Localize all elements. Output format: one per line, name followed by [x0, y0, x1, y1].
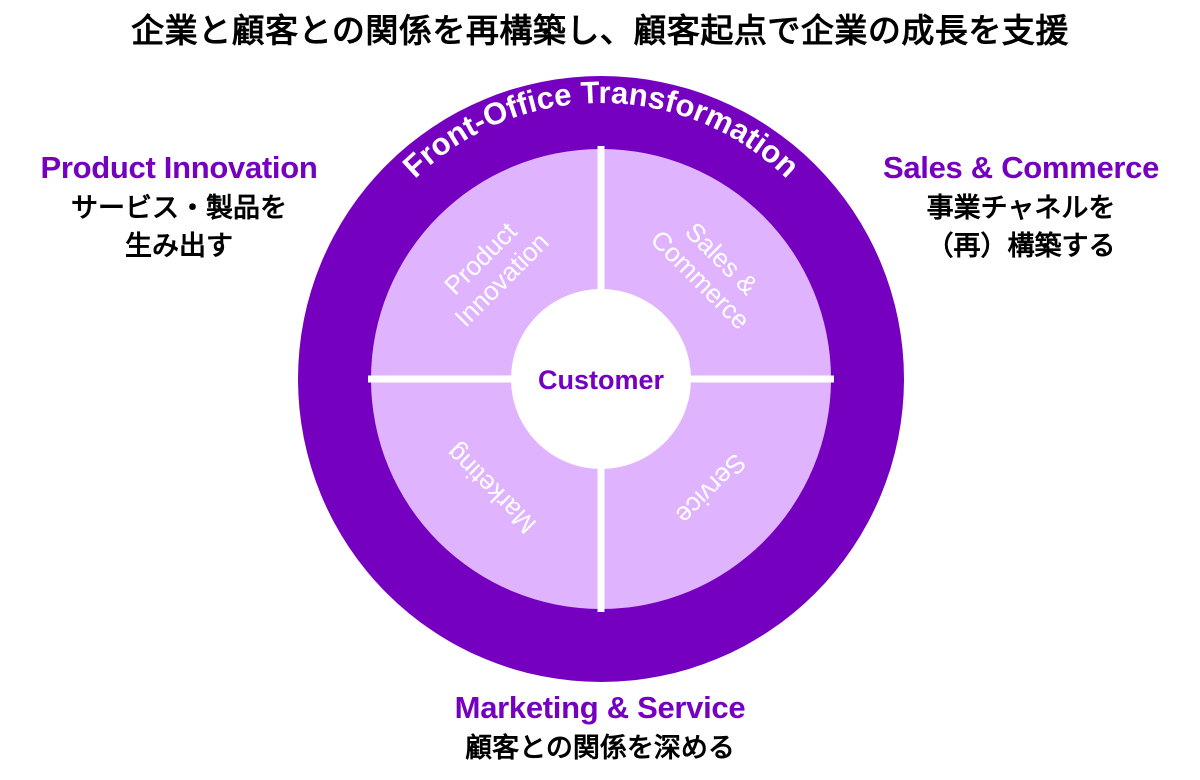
callout-heading: Marketing & Service — [454, 690, 746, 725]
center-label: Customer — [538, 365, 665, 395]
callout-line: サービス・製品を — [71, 193, 287, 224]
callout-heading: Product Innovation — [40, 150, 318, 185]
marketing-service-callout: Marketing & Service 顧客との関係を深める — [400, 690, 800, 768]
callout-line: 生み出す — [125, 231, 233, 262]
callout-line: 事業チャネルを — [926, 193, 1116, 224]
callout-heading: Sales & Commerce — [882, 150, 1160, 185]
sales-commerce-callout: Sales & Commerce 事業チャネルを （再）構築する — [846, 150, 1196, 266]
product-innovation-callout: Product Innovation サービス・製品を 生み出す — [4, 150, 354, 266]
customer-center — [511, 289, 691, 469]
front-office-wheel: Front-Office Transformation Customer Pro… — [298, 76, 904, 682]
page-title: 企業と顧客との関係を再構築し、顧客起点で企業の成長を支援 — [131, 11, 1069, 50]
callout-line: （再）構築する — [926, 231, 1116, 262]
callout-line: 顧客との関係を深める — [465, 733, 735, 764]
